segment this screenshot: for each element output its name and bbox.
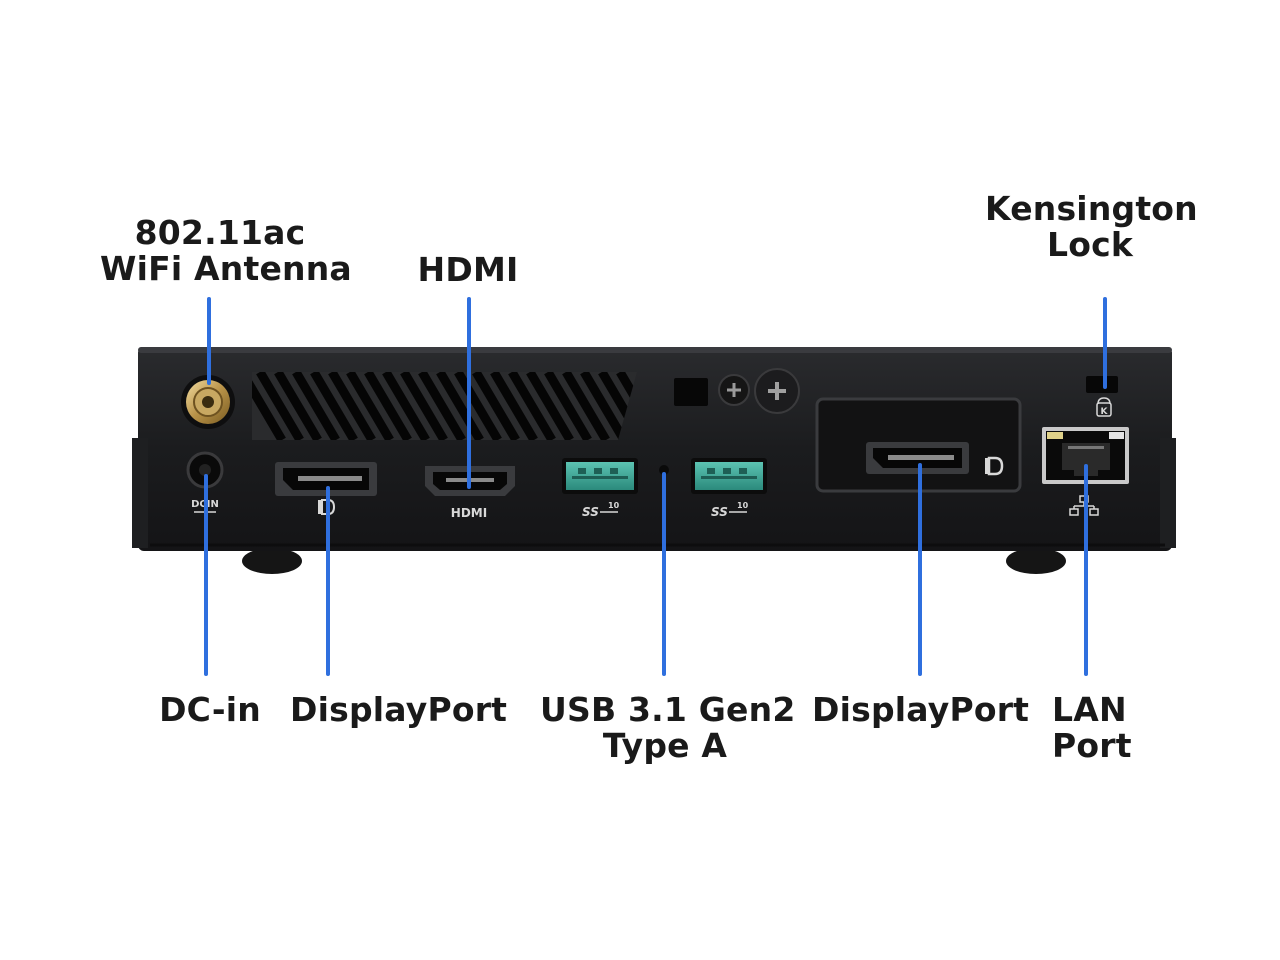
rubber-foot-right [1006, 548, 1066, 574]
usb-port-2 [691, 458, 767, 494]
kensington-lock-icon: K [1096, 397, 1112, 417]
label-kensington-lock: Kensington Lock [985, 189, 1198, 264]
callout-line-wifi [207, 297, 211, 385]
screw-icon [754, 368, 800, 414]
label-displayport-right: DisplayPort [812, 690, 1030, 729]
callout-line-lan [1084, 464, 1088, 676]
screw-icon [718, 374, 750, 406]
label-displayport-left-text: DisplayPort [290, 690, 508, 729]
label-usb-line2: Type A [602, 726, 728, 765]
indicator-hole [659, 465, 669, 475]
dc-in-jack [186, 451, 224, 489]
callout-line-usb [662, 472, 666, 676]
svg-text:10: 10 [608, 501, 620, 510]
label-hdmi: HDMI [398, 252, 538, 288]
label-usb-line1: USB 3.1 Gen2 [540, 690, 796, 729]
label-dc-in: DC-in [150, 692, 270, 728]
usb-ss10-icon: SS 10 [711, 501, 749, 519]
hdmi-marking: HDMI [451, 506, 487, 520]
label-lan-port: LAN Port [1052, 692, 1152, 764]
svg-text:SS: SS [711, 505, 728, 519]
antenna-connector-icon [181, 375, 235, 429]
usb-ss10-icon: SS 10 [582, 501, 620, 519]
label-usb: USB 3.1 Gen2 Type A [540, 690, 796, 765]
square-cutout [674, 378, 708, 406]
callout-line-kensington [1103, 297, 1107, 389]
vent-grille [252, 372, 637, 440]
svg-text:K: K [1101, 407, 1109, 417]
label-kensington-line2: Lock [1046, 225, 1133, 264]
label-wifi-antenna-line2: WiFi Antenna [100, 249, 352, 288]
label-wifi-antenna: 802.11ac WiFi Antenna [100, 213, 352, 288]
svg-text:10: 10 [737, 501, 749, 510]
callout-line-displayport-left [326, 486, 330, 676]
label-displayport-left: DisplayPort [290, 690, 508, 729]
svg-text:SS: SS [582, 505, 599, 519]
label-kensington-line1: Kensington [985, 189, 1198, 228]
label-wifi-antenna-line1: 802.11ac [134, 213, 306, 252]
label-displayport-right-text: DisplayPort [812, 690, 1030, 729]
callout-line-hdmi [467, 297, 471, 489]
label-hdmi-text: HDMI [417, 250, 519, 289]
displayport-left-port [275, 462, 377, 496]
rubber-foot-left [242, 548, 302, 574]
displayport-icon [985, 456, 1004, 476]
kensington-slot [1086, 376, 1118, 393]
label-dc-in-text: DC-in [159, 690, 261, 729]
callout-line-displayport-right [918, 463, 922, 676]
callout-line-dcin [204, 474, 208, 676]
usb-port-1 [562, 458, 638, 494]
label-lan-line1: LAN [1052, 690, 1127, 729]
label-lan-line2: Port [1052, 726, 1132, 765]
displayport-module [815, 397, 1022, 493]
